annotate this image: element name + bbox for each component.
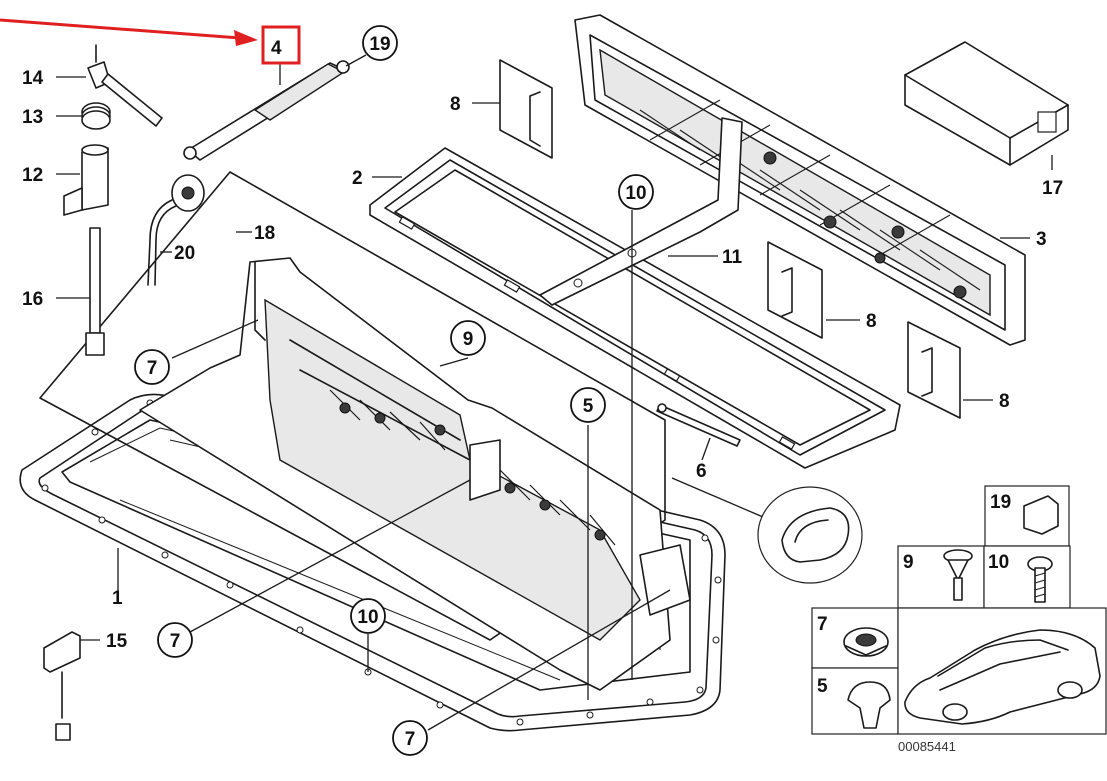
box-part-17 [904, 41, 1069, 166]
label-10-top[interactable]: 10 [625, 183, 646, 204]
highlight-arrow [0, 18, 258, 46]
spring-part-13 [81, 102, 111, 130]
label-8-bottom[interactable]: 8 [999, 391, 1010, 412]
plate-part-8-top [499, 59, 553, 159]
plate-part-8-bottom [907, 321, 961, 419]
label-15[interactable]: 15 [106, 631, 128, 652]
lid-part-2 [369, 147, 901, 469]
rod-part-6 [656, 403, 741, 447]
label-8-middle[interactable]: 8 [866, 311, 877, 332]
label-3[interactable]: 3 [1036, 229, 1047, 250]
plug-5-icon [847, 681, 891, 729]
callout-circle-9 [450, 320, 486, 356]
pin-9-icon [943, 549, 973, 601]
callout-circle-19 [362, 25, 398, 61]
legend-label-7: 7 [817, 614, 828, 635]
cable-part-20 [147, 174, 205, 286]
callout-circle-7-bottom [392, 720, 428, 756]
label-19[interactable]: 19 [369, 34, 390, 55]
panel-part-3 [574, 14, 1026, 346]
legend-label-5: 5 [817, 676, 828, 697]
callout-circle-10-top [618, 174, 654, 210]
gas-strut-part-4 [183, 60, 350, 161]
leader-lines [56, 54, 1053, 731]
lever-part-14 [87, 44, 163, 127]
label-4[interactable]: 4 [271, 38, 282, 59]
sensor-part-15 [43, 631, 81, 741]
clip-19-icon [1023, 495, 1059, 535]
callout-circle-5 [570, 387, 606, 423]
label-20[interactable]: 20 [174, 243, 195, 264]
label-18[interactable]: 18 [254, 223, 275, 244]
label-7-top[interactable]: 7 [147, 358, 158, 379]
rod-part-16 [85, 227, 105, 356]
fastener-legend: 19 9 10 7 5 [811, 485, 1107, 735]
legend-label-10: 10 [988, 552, 1009, 573]
callout-circle-7-middle [157, 622, 193, 658]
lock-part-12 [63, 144, 109, 216]
label-5[interactable]: 5 [583, 396, 594, 417]
clip-7-icon [843, 627, 889, 657]
label-11[interactable]: 11 [722, 247, 743, 268]
screw-10-icon [1027, 556, 1053, 603]
seal-detail-inset [671, 477, 863, 584]
highlight-box [261, 25, 301, 65]
label-9[interactable]: 9 [463, 329, 474, 350]
callout-circle-7-top [134, 349, 170, 385]
label-14[interactable]: 14 [22, 68, 44, 89]
label-8-top[interactable]: 8 [450, 94, 461, 115]
label-10-bottom[interactable]: 10 [357, 607, 378, 628]
label-17[interactable]: 17 [1042, 178, 1063, 199]
car-icon [904, 629, 1101, 725]
label-13[interactable]: 13 [22, 107, 43, 128]
label-7-middle[interactable]: 7 [170, 631, 181, 652]
label-7-bottom[interactable]: 7 [405, 729, 416, 750]
label-1[interactable]: 1 [112, 588, 123, 609]
label-16[interactable]: 16 [22, 289, 43, 310]
diagram-code: 00085441 [898, 739, 956, 754]
legend-label-19: 19 [990, 492, 1011, 513]
legend-label-9: 9 [903, 552, 914, 573]
plate-part-8-middle [767, 241, 823, 339]
label-12[interactable]: 12 [22, 165, 43, 186]
housing-part-18 [39, 171, 691, 691]
callout-circle-10-bottom [350, 598, 386, 634]
label-6[interactable]: 6 [696, 461, 707, 482]
label-2[interactable]: 2 [352, 168, 363, 189]
